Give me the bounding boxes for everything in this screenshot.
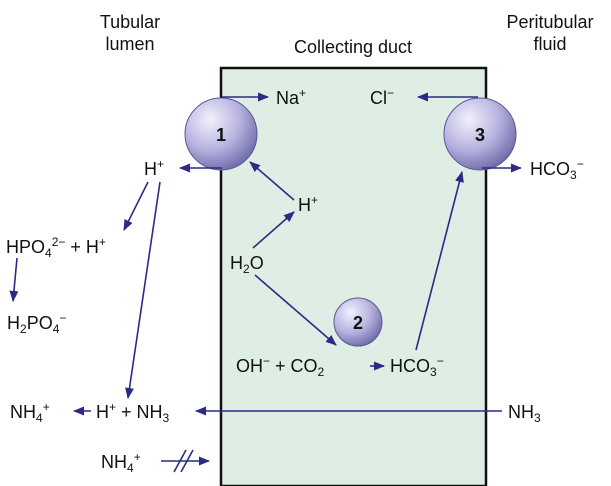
label-na: Na+ — [276, 86, 307, 108]
arrow-h-to-nh3 — [125, 181, 161, 400]
header-peritubular-fluid: Peritubular fluid — [495, 13, 605, 53]
arrow-h-to-hpo4 — [123, 181, 149, 232]
label-nh3-peritubular: NH3 — [508, 402, 541, 425]
label-hpo4-plus-h: HPO42− + H+ — [6, 235, 106, 260]
header-collecting-duct: Collecting duct — [293, 37, 413, 57]
transporter-2: 2 — [333, 297, 383, 347]
label-nh4-blocked: NH4+ — [101, 450, 141, 475]
transporter-3: 3 — [443, 97, 517, 171]
header-peritubular-fluid-line2: fluid — [533, 34, 567, 54]
label-nh4-lumen: NH4+ — [10, 400, 50, 425]
arrow-hpo4-to-h2po4 — [9, 257, 19, 303]
label-hco3-peritubular: HCO3− — [530, 157, 584, 182]
label-h-cell: H+ — [298, 193, 319, 215]
header-peritubular-fluid-line1: Peritubular — [506, 12, 594, 32]
label-h2po4: H2PO4− — [7, 311, 67, 336]
arrow-h2o-to-oh — [254, 274, 337, 346]
header-tubular-lumen-line1: Tubular — [99, 12, 161, 32]
arrow-hco3-to-transporter-3 — [415, 170, 464, 351]
label-h2o: H2O — [230, 253, 264, 276]
collecting-duct-cell — [219, 66, 488, 486]
block-mark-2 — [180, 449, 194, 473]
transporter-1: 1 — [184, 97, 258, 171]
transporter-1-label: 1 — [216, 125, 226, 145]
label-h-lumen: H+ — [144, 157, 165, 179]
label-h-plus-nh3: H+ + NH3 — [96, 400, 170, 425]
arrow-h2o-to-h — [252, 211, 295, 249]
transporter-2-label: 2 — [353, 313, 363, 333]
label-oh-plus-co2: OH− + CO2 — [236, 354, 325, 379]
label-cl: Cl− — [370, 86, 395, 108]
transporter-3-label: 3 — [475, 125, 485, 145]
header-tubular-lumen-line2: lumen — [105, 34, 155, 54]
label-hco3-cell: HCO3− — [390, 354, 444, 379]
arrow-h-to-transporter-1 — [249, 161, 295, 201]
header-tubular-lumen: Tubular lumen — [88, 13, 172, 53]
block-mark-1 — [173, 449, 187, 473]
